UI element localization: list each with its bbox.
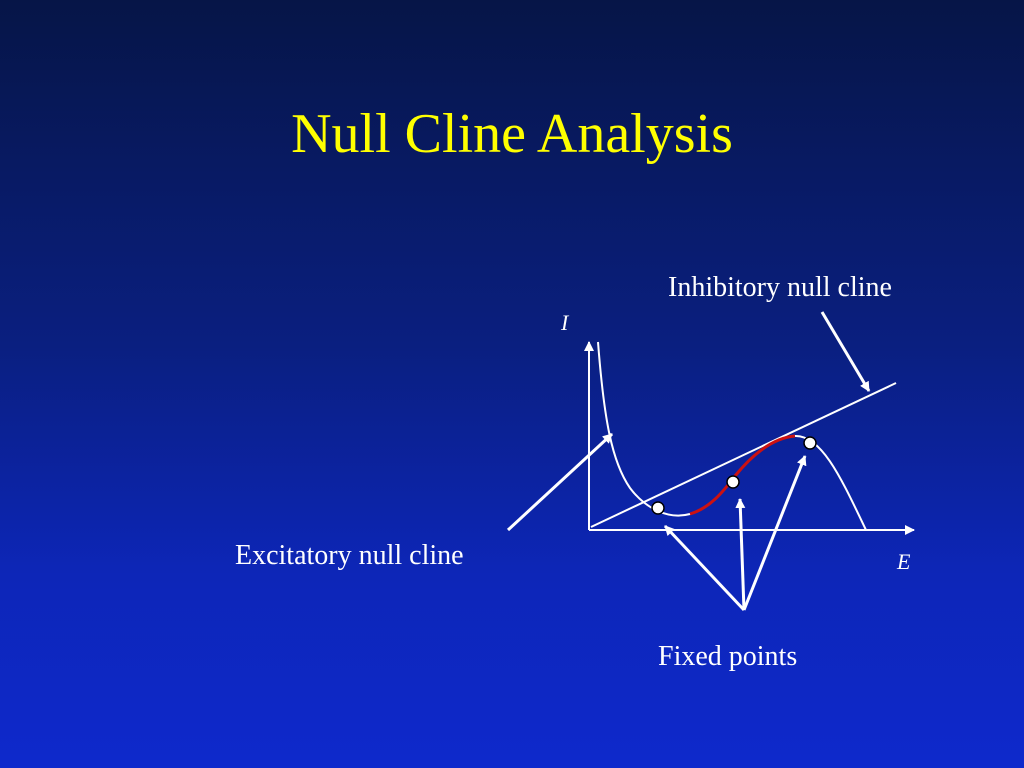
excitatory-middle-branch <box>689 434 796 516</box>
slide-title: Null Cline Analysis <box>291 103 733 165</box>
y-axis-label: I <box>561 310 569 335</box>
fixed-points-label: Fixed points <box>658 641 798 672</box>
inhibitory-pointer-arrow <box>820 311 871 392</box>
fixed-point-1 <box>651 501 665 515</box>
excitatory-null-cline <box>597 341 867 531</box>
fixed-point-3 <box>803 436 817 450</box>
fixed-point-arrow-3 <box>742 455 807 611</box>
excitatory-pointer-arrow <box>506 432 614 532</box>
fixed-point-arrow-1 <box>663 524 746 612</box>
x-axis-label: E <box>897 549 911 574</box>
inhibitory-null-cline <box>590 382 897 528</box>
fixed-point-2 <box>726 475 740 489</box>
fixed-point-arrow-2 <box>735 498 746 611</box>
inhibitory-null-cline-label: Inhibitory null cline <box>668 272 892 303</box>
excitatory-null-cline-label: Excitatory null cline <box>235 540 464 571</box>
